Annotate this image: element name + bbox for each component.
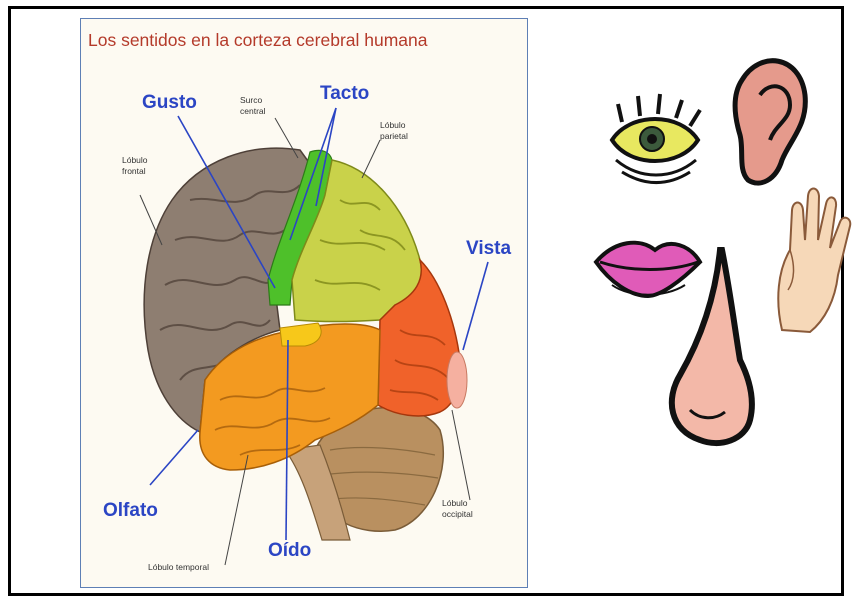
hand-icon — [778, 189, 850, 333]
eye-icon — [612, 94, 700, 183]
lips-icon — [596, 243, 700, 296]
ear-icon — [735, 61, 805, 183]
